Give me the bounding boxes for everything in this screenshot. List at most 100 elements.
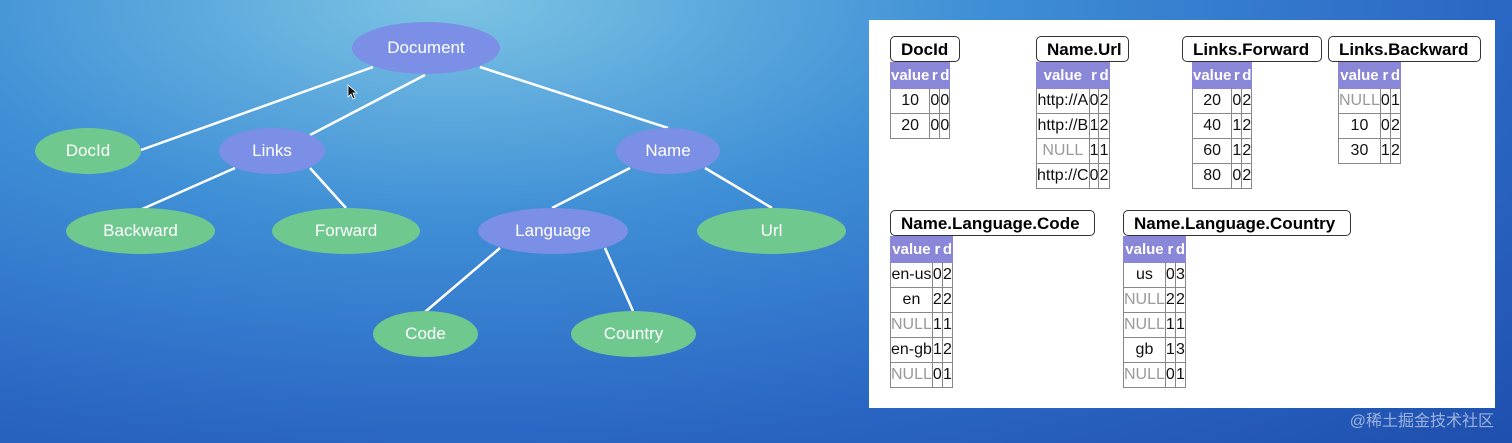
edge-document-links (309, 73, 426, 137)
edge-links-forward (309, 167, 347, 209)
cell-r: 1 (1088, 138, 1100, 164)
cell-value: http://B (1036, 113, 1090, 139)
cell-r: 2 (931, 287, 943, 313)
node-country: Country (571, 311, 696, 357)
col-header-r: r (1088, 62, 1100, 89)
col-header-value: value (889, 62, 931, 89)
cell-value: NULL (1123, 312, 1166, 338)
cell-r: 1 (1164, 312, 1176, 338)
cell-d: 1 (941, 312, 953, 338)
table-language-code-title: Name.Language.Code (890, 210, 1095, 236)
cell-value: NULL (890, 312, 933, 338)
col-header-r: r (1231, 62, 1243, 89)
table-language-country-title: Name.Language.Country (1123, 210, 1351, 236)
cell-r: 1 (931, 337, 943, 363)
node-document-label: Document (387, 38, 465, 57)
col-header-d: d (1241, 62, 1253, 89)
col-header-d: d (941, 236, 953, 263)
table-docid-title: DocId (890, 36, 960, 62)
cell-value: http://A (1036, 88, 1090, 114)
cell-value: http://C (1036, 163, 1090, 189)
cell-value: 60 (1191, 138, 1233, 164)
col-header-d: d (939, 62, 951, 89)
cell-d: 2 (1098, 163, 1110, 189)
cell-d: 2 (1241, 138, 1253, 164)
cell-value: en (890, 287, 933, 313)
cell-r: 1 (1164, 337, 1176, 363)
edge-name-language (551, 166, 631, 210)
watermark: @稀土掘金技术社区 (1349, 413, 1494, 430)
cell-value: 20 (889, 113, 931, 139)
cell-d: 0 (939, 113, 951, 139)
edge-document-name (479, 65, 669, 130)
cell-value: 80 (1191, 163, 1233, 189)
col-header-value: value (1036, 62, 1090, 89)
cell-d: 2 (1389, 138, 1401, 164)
cell-value: 10 (1338, 113, 1381, 139)
node-forward-label: Forward (314, 221, 378, 240)
tree-edges (140, 65, 773, 313)
cell-value: NULL (890, 362, 933, 388)
col-header-value: value (1123, 236, 1166, 263)
cell-r: 2 (1164, 287, 1176, 313)
table-links-forward-title: Links.Forward (1182, 36, 1322, 62)
cell-r: 0 (931, 362, 943, 388)
table-name-url-title: Name.Url (1036, 36, 1129, 62)
cell-d: 1 (1098, 138, 1110, 164)
cell-r: 1 (931, 312, 943, 338)
col-header-value: value (1191, 62, 1233, 89)
cell-value: NULL (1036, 138, 1090, 164)
cell-r: 1 (1379, 138, 1391, 164)
node-language-label: Language (515, 221, 591, 240)
cell-value: gb (1123, 337, 1166, 363)
edge-name-url (704, 166, 773, 210)
node-name-label: Name (645, 141, 691, 160)
cell-d: 1 (1174, 362, 1186, 388)
col-header-r: r (931, 236, 943, 263)
cell-d: 2 (941, 337, 953, 363)
col-header-d: d (1098, 62, 1110, 89)
cell-r: 0 (1231, 163, 1243, 189)
cell-value: 40 (1191, 113, 1233, 139)
cell-value: en-us (890, 262, 933, 288)
cell-value: 30 (1338, 138, 1381, 164)
node-document: Document (352, 22, 500, 74)
cell-d: 2 (1241, 88, 1253, 114)
cell-value: 20 (1191, 88, 1233, 114)
cell-d: 2 (1098, 113, 1110, 139)
node-links-label: Links (252, 141, 292, 160)
cell-r: 0 (929, 113, 941, 139)
cell-d: 0 (939, 88, 951, 114)
edge-language-code (424, 247, 501, 313)
cell-r: 0 (929, 88, 941, 114)
edge-language-country (603, 247, 635, 312)
node-name: Name (616, 128, 720, 174)
cell-r: 1 (1231, 138, 1243, 164)
cell-d: 3 (1174, 337, 1186, 363)
col-header-d: d (1174, 236, 1186, 263)
cell-d: 2 (1389, 113, 1401, 139)
col-header-value: value (1338, 62, 1381, 89)
col-header-r: r (1379, 62, 1391, 89)
node-url: Url (697, 208, 846, 254)
cell-value: en-gb (890, 337, 933, 363)
node-code: Code (373, 311, 478, 357)
node-links: Links (219, 128, 325, 174)
edge-document-docid (140, 65, 374, 152)
cell-value: us (1123, 262, 1166, 288)
